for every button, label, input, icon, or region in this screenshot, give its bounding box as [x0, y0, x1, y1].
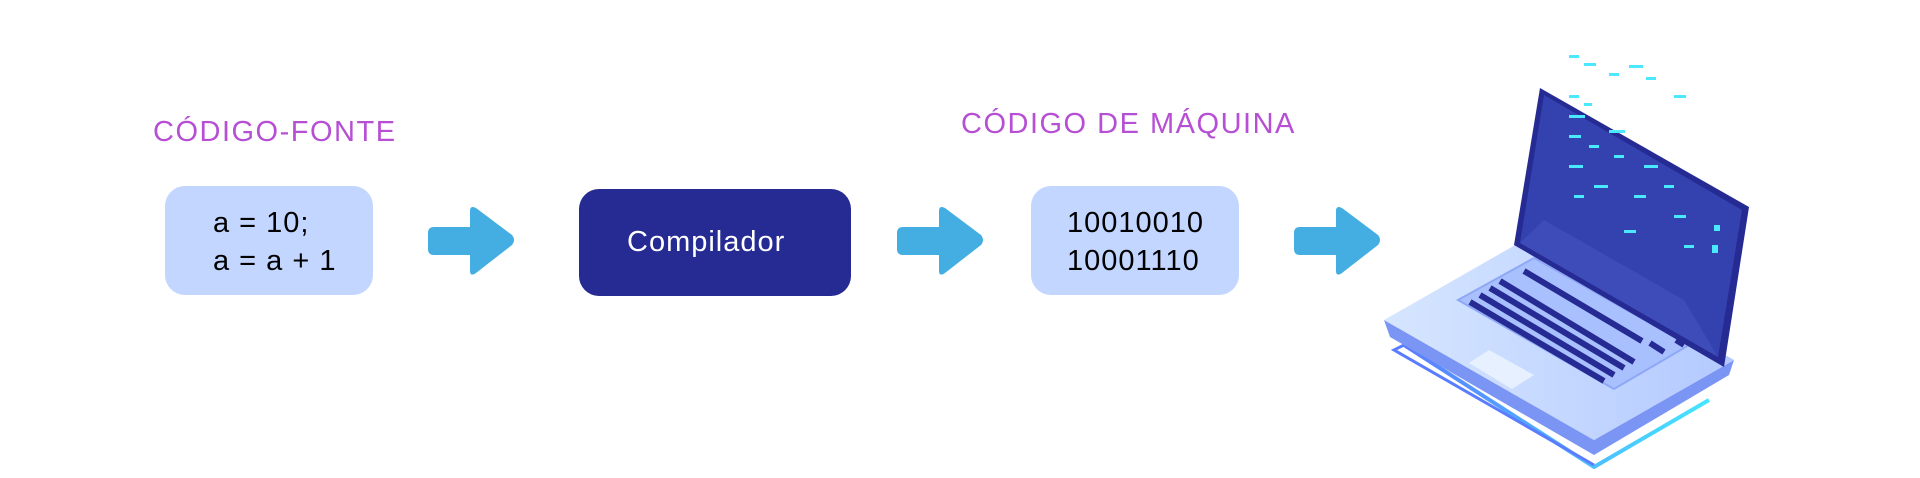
source-code-line: a = a + 1 [213, 245, 337, 277]
machine-code-line: 10001110 [1067, 245, 1200, 277]
source-code-label: CÓDIGO-FONTE [153, 116, 397, 148]
machine-code-line: 10010010 [1067, 207, 1205, 239]
source-code-line: a = 10; [213, 207, 310, 239]
source-code-box: a = 10; a = a + 1 [165, 186, 373, 295]
arrow-right-icon [428, 207, 514, 275]
machine-code-label: CÓDIGO DE MÁQUINA [961, 108, 1296, 140]
arrow-right-icon [1294, 207, 1380, 275]
compiler-box: Compilador [579, 189, 851, 296]
laptop-illustration [1384, 55, 1749, 469]
compiler-label: Compilador [627, 226, 786, 258]
machine-code-box: 10010010 10001110 [1031, 186, 1239, 295]
arrow-right-icon [897, 207, 983, 275]
